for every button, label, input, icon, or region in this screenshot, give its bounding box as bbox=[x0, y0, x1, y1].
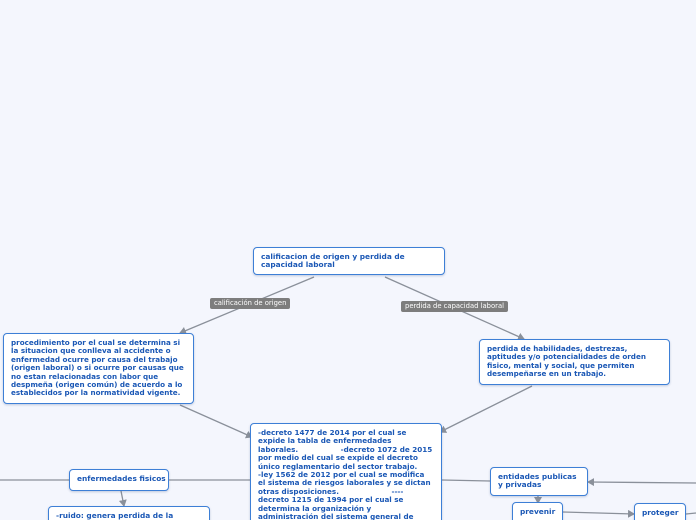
node-decretos[interactable]: -decreto 1477 de 2014 por el cual se exp… bbox=[250, 423, 442, 520]
node-prevenir[interactable]: prevenir bbox=[512, 502, 563, 520]
connector-perdida-decretos bbox=[439, 385, 533, 433]
connector-proteger-right bbox=[685, 512, 696, 515]
connector-origen-decretos bbox=[179, 404, 253, 439]
link-label-calificacion-de-origen[interactable]: calificación de origen bbox=[210, 298, 291, 309]
connector-prevenir-proteger bbox=[562, 509, 635, 518]
node-proteger[interactable]: proteger bbox=[634, 503, 686, 520]
connector-decretos-entidades bbox=[441, 479, 491, 482]
node-perdida-capacidad[interactable]: perdida de habilidades, destrezas, aptit… bbox=[479, 339, 670, 385]
node-ruido[interactable]: -ruido: genera perdida de la bbox=[48, 506, 210, 520]
connector-enfermedades-ruido bbox=[118, 490, 127, 507]
link-label-perdida-de-capacidad[interactable]: perdida de capacidad laboral bbox=[401, 301, 509, 312]
node-enfermedades-fisicos[interactable]: enfermedades fisicos bbox=[69, 469, 169, 491]
node-entidades[interactable]: entidades publicas y privadas bbox=[490, 467, 588, 496]
node-origen[interactable]: procedimiento por el cual se determina s… bbox=[3, 333, 194, 404]
connector-entidades-right bbox=[587, 478, 696, 487]
node-root[interactable]: calificacion de origen y perdida de capa… bbox=[253, 247, 445, 275]
